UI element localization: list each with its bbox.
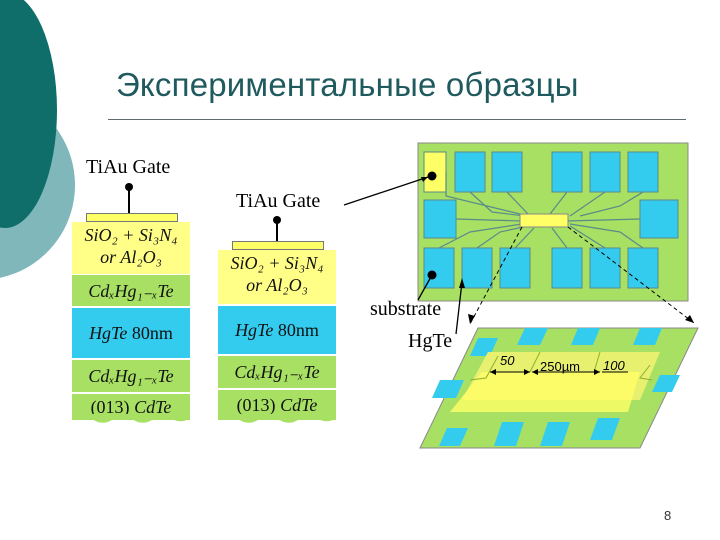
left-substrate-wavy-edge bbox=[72, 414, 190, 423]
left-hgte-thickness: 80nm bbox=[131, 323, 173, 343]
left-insulator-layer: SiO₂ + Si₃N₄ or Al₂O₃ bbox=[72, 222, 190, 274]
left-hgte-layer: HgTe 80nm bbox=[72, 308, 190, 358]
dimension-250um: 250µm bbox=[540, 359, 581, 374]
right-substrate-material: CdTe bbox=[280, 395, 318, 415]
right-hgte-thickness: 80nm bbox=[277, 320, 319, 340]
page-number: 8 bbox=[664, 508, 672, 523]
left-insulator-line1: SiO₂ + Si₃N₄ bbox=[84, 225, 178, 245]
left-cdhgte-bottom-layer: CdₓHg₁₋ₓTe bbox=[72, 360, 190, 392]
right-gate-stem bbox=[276, 218, 278, 242]
left-insulator-line2: or Al₂O₃ bbox=[100, 247, 162, 267]
right-hgte-layer: HgTe 80nm bbox=[218, 306, 336, 354]
right-gate-label: TiAu Gate bbox=[236, 190, 321, 212]
right-hgte-material: HgTe bbox=[235, 320, 274, 340]
corner-decoration bbox=[0, 0, 75, 278]
substrate-label: substrate bbox=[370, 298, 442, 320]
right-layer-stack: SiO₂ + Si₃N₄ or Al₂O₃ HgTe 80nm CdₓHg₁₋ₓ… bbox=[218, 250, 336, 420]
dimension-100: 100 bbox=[603, 358, 625, 373]
right-insulator-line2: or Al₂O₃ bbox=[246, 275, 308, 295]
left-hgte-material: HgTe bbox=[89, 323, 128, 343]
right-cdhgte-bottom-layer: CdₓHg₁₋ₓTe bbox=[218, 356, 336, 388]
left-gate-bar bbox=[86, 213, 178, 222]
right-insulator-layer: SiO₂ + Si₃N₄ or Al₂O₃ bbox=[218, 250, 336, 304]
title-divider bbox=[108, 119, 686, 120]
hgte-pointer-label: HgTe bbox=[408, 330, 453, 352]
dimension-50: 50 bbox=[500, 353, 515, 368]
right-substrate-orientation: (013) bbox=[236, 395, 276, 415]
right-insulator-line1: SiO₂ + Si₃N₄ bbox=[230, 253, 324, 273]
contact-pads bbox=[423, 151, 679, 289]
right-gate-dot bbox=[273, 216, 281, 224]
left-gate-dot bbox=[125, 183, 133, 191]
left-gate-stem bbox=[128, 186, 130, 216]
right-substrate-wavy-edge bbox=[218, 414, 336, 423]
left-substrate-orientation: (013) bbox=[90, 397, 130, 417]
left-gate-label: TiAu Gate bbox=[86, 156, 171, 178]
left-layer-stack: SiO₂ + Si₃N₄ or Al₂O₃ CdₓHg₁₋ₓTe HgTe 80… bbox=[72, 222, 190, 420]
slide-title: Экспериментальные образцы bbox=[116, 66, 579, 103]
left-substrate-material: CdTe bbox=[134, 397, 172, 417]
perspective-gate bbox=[450, 372, 640, 412]
contact-leads bbox=[438, 172, 644, 249]
perspective-pads bbox=[432, 328, 680, 446]
right-gate-bar bbox=[232, 241, 324, 250]
hall-bar-gate bbox=[519, 213, 569, 228]
left-cdhgte-top-layer: CdₓHg₁₋ₓTe bbox=[72, 274, 190, 306]
